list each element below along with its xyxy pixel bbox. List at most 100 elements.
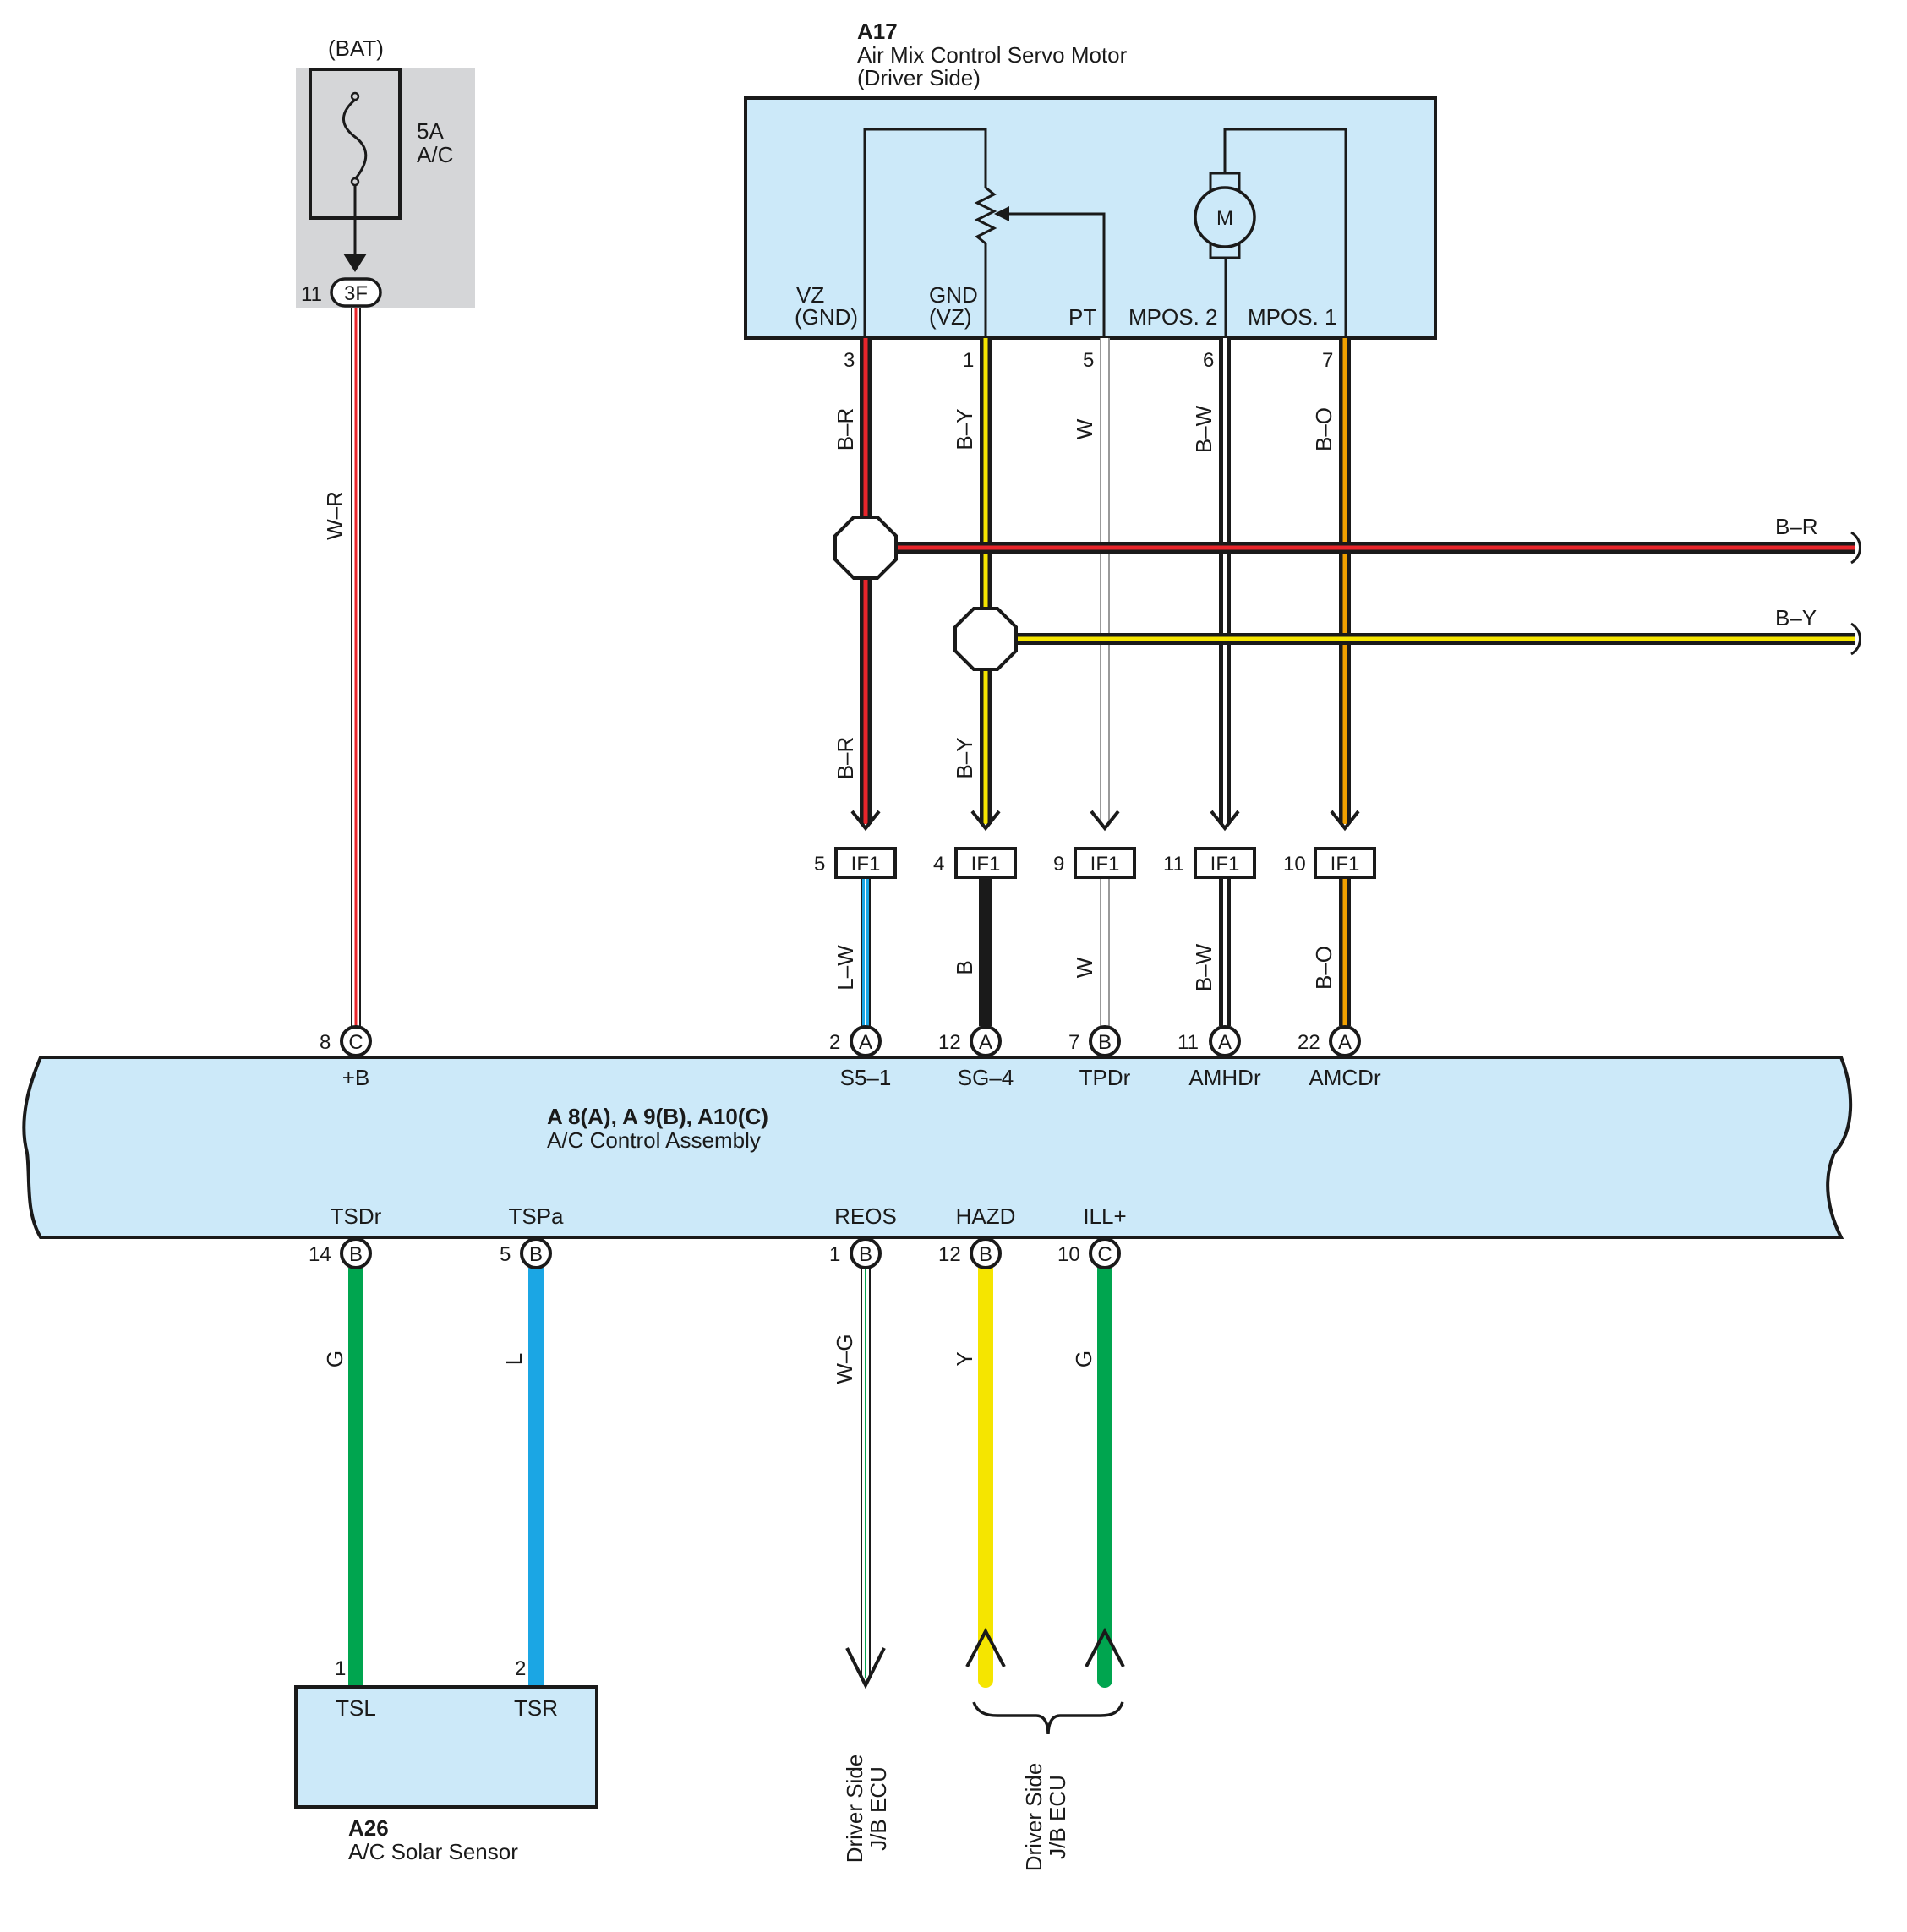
wire-label-b-o-1: B–O [1311,407,1336,451]
assembly-pin-1: 1 [829,1243,840,1266]
wire-label-g-2: G [1071,1351,1096,1367]
assembly-pin-12: 12 [938,1031,961,1054]
assembly-pin-conn-12: A [979,1031,992,1054]
assembly-terminal-tsdr: TSDr [331,1203,382,1229]
assembly-terminal-tpdr: TPDr [1079,1065,1131,1090]
wire-label-b-r-right: B–R [1775,514,1818,539]
wire-label-b-o-2: B–O [1311,946,1336,990]
servo-pin-5: 5 [1083,349,1094,372]
if1-pin-10: 10 [1283,853,1306,876]
assembly-pin-conn-8: C [348,1031,363,1054]
wire-label-b-y-2: B–Y [952,737,977,778]
assembly-pin-conn-7: B [1098,1031,1112,1054]
if1-label-2: IF1 [971,853,1001,876]
assembly-pin-11: 11 [1178,1031,1199,1054]
servo-pin-1: 1 [963,349,974,372]
fuse-connector-label: 3F [344,282,368,305]
hazd-arrow-icon [965,1627,1006,1667]
if1-pin-5: 5 [814,853,825,876]
control-assembly: A 8(A), A 9(B), A10(C) A/C Control Assem… [22,1056,1853,1239]
servo-terminal-mpos1: MPOS. 1 [1248,304,1336,330]
assembly-top-pins: 8 C 2 A 12 A 7 B 11 A 22 A [320,1025,1361,1057]
sensor-terminal-tsl: TSL [336,1695,376,1721]
assembly-pin-22: 22 [1298,1031,1320,1054]
fuse-rating: 5A [417,118,444,144]
assembly-pin-conn-14: B [349,1243,363,1266]
assembly-pin-circle-12 [970,1025,1002,1057]
wire-label-w-g: W–G [832,1334,857,1384]
if1-label-3: IF1 [1090,853,1120,876]
servo-pin-7: 7 [1322,349,1333,372]
sensor-pin-2: 2 [515,1657,526,1680]
wire-label-l-w: L–W [833,945,858,991]
wire-label-b-w-2: B–W [1191,943,1216,991]
servo-pin-6: 6 [1203,349,1214,372]
assembly-terminal-plus-b: +B [342,1065,370,1090]
fuse-source-label: (BAT) [328,35,384,61]
servo-body [744,96,1437,340]
if1-label-4: IF1 [1210,853,1240,876]
reos-destination-line2: J/B ECU [866,1766,891,1851]
fuse-connector [330,277,382,308]
assembly-terminal-sg-4: SG–4 [958,1065,1014,1090]
assembly-bottom-pins: 14 B 5 B 1 B 12 B 10 C [309,1237,1121,1269]
assembly-pin-circle-5 [520,1237,552,1269]
hazd-destination-line1: Driver Side [1021,1763,1046,1872]
assembly-pin-circle-12-bottom [970,1237,1002,1269]
fuse-panel-background [296,68,475,308]
servo-terminal-gnd: GND [929,282,978,308]
if1-pin-9: 9 [1053,853,1064,876]
motor-symbol: M [1216,207,1233,230]
reos-arrow-icon [845,1647,886,1689]
wire-label-b-y-1: B–Y [952,408,977,450]
junction-arrows [850,810,1360,832]
wire-label-w-1: W [1072,418,1097,439]
servo-side: (Driver Side) [857,65,981,90]
assembly-pin-circle-1 [850,1237,882,1269]
wire-label-b-y-right: B–Y [1775,605,1817,630]
assembly-pin-conn-1: B [859,1243,872,1266]
servo-terminal-pt: PT [1068,304,1096,330]
assembly-terminal-tspa: TSPa [508,1203,564,1229]
assembly-pin-2: 2 [829,1031,840,1054]
wire-label-w-2: W [1072,957,1097,978]
sensor-terminal-tsr: TSR [514,1695,558,1721]
wire-label-l: L [501,1353,527,1365]
assembly-pin-conn-22: A [1338,1031,1352,1054]
fuse-name: A/C [417,142,453,167]
assembly-body [22,1056,1853,1239]
fuse-icon [342,91,368,272]
assembly-code: A 8(A), A 9(B), A10(C) [547,1104,768,1129]
splice-point-b-y [954,607,1018,671]
sensor-code: A26 [348,1815,389,1841]
motor-icon: M [1194,172,1256,259]
assembly-terminal-reos: REOS [834,1203,897,1229]
wire-b-r-horizontal [866,531,1861,565]
wiper-arrow-icon [994,206,1009,221]
assembly-terminal-amcdr: AMCDr [1309,1065,1381,1090]
if1-pin-4: 4 [933,853,944,876]
reos-destination-line1: Driver Side [842,1755,867,1864]
assembly-pin-12-bottom: 12 [938,1243,961,1266]
assembly-pin-7: 7 [1068,1031,1079,1054]
servo-terminal-vz-alt: (GND) [795,304,858,330]
servo-terminal-gnd-alt: (VZ) [929,304,972,330]
if1-connector-3 [1074,847,1136,879]
hazd-destination-line2: J/B ECU [1045,1775,1070,1859]
assembly-terminal-ill: ILL+ [1083,1203,1126,1229]
assembly-pin-conn-5: B [529,1243,543,1266]
assembly-pin-circle-2 [850,1025,882,1057]
assembly-terminal-s5-1: S5–1 [840,1065,892,1090]
assembly-name: A/C Control Assembly [547,1127,761,1153]
assembly-pin-circle-7 [1089,1025,1121,1057]
servo-pin-3: 3 [844,349,855,372]
destination-bracket-icon [972,1701,1124,1735]
fuse-pin-number: 11 [301,283,322,306]
solar-sensor: 1 2 TSL TSR A26 A/C Solar Sensor [294,1657,598,1864]
wire-b-y-horizontal [986,622,1861,656]
assembly-pin-14: 14 [309,1243,331,1266]
assembly-pin-10: 10 [1057,1243,1080,1266]
assembly-pin-circle-8 [340,1025,372,1057]
wire-label-b-r-1: B–R [833,408,858,451]
if1-label-5: IF1 [1331,853,1360,876]
